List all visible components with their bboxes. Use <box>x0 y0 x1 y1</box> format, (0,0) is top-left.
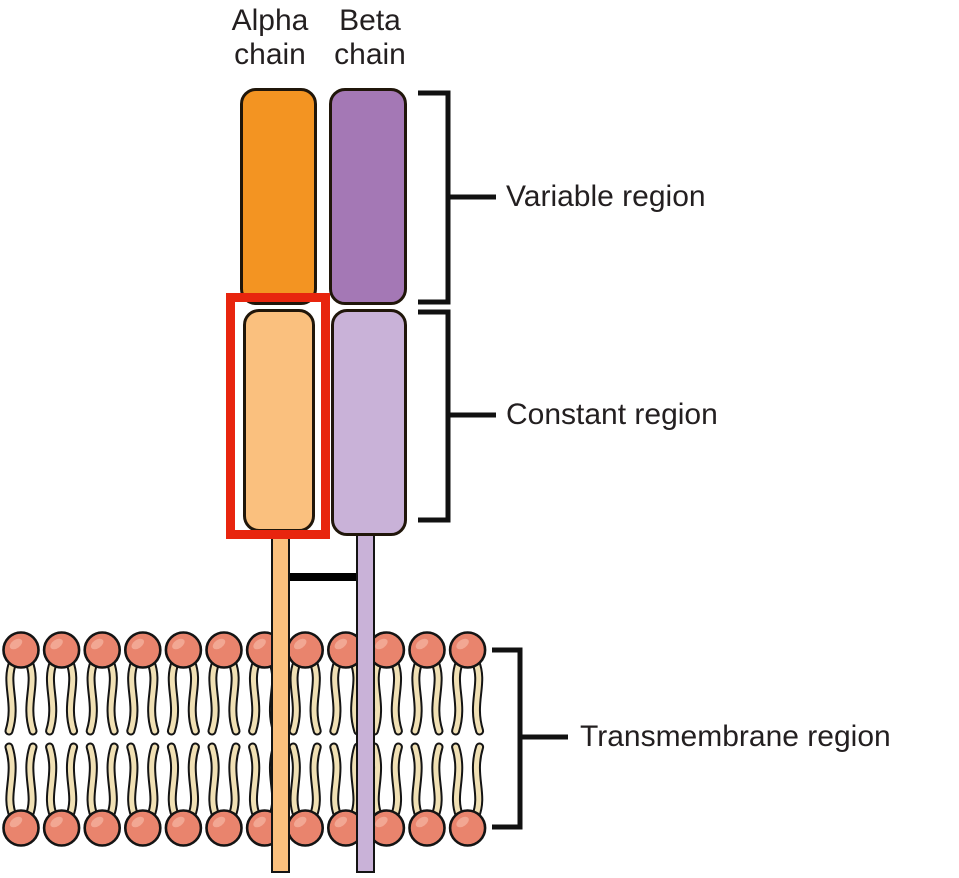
phospholipid <box>164 631 203 847</box>
phospholipid <box>408 631 446 847</box>
phospholipid <box>326 631 365 847</box>
alpha-chain-label: Alpha chain <box>231 4 309 71</box>
alpha-variable-domain <box>240 88 317 305</box>
beta-constant-domain <box>331 309 407 536</box>
beta-chain-label: Beta chain <box>334 4 406 71</box>
alpha-chain-stalk <box>271 528 290 873</box>
phospholipid <box>83 631 121 847</box>
variable-region-bracket <box>418 90 496 305</box>
disulfide-bond <box>288 573 358 581</box>
variable-region-label: Variable region <box>506 180 706 213</box>
constant-region-label: Constant region <box>506 398 718 431</box>
red-highlight-box <box>226 293 330 539</box>
phospholipid <box>205 631 243 847</box>
phospholipid <box>124 631 162 847</box>
alpha-constant-domain <box>243 309 315 532</box>
transmembrane-region-label: Transmembrane region <box>580 720 891 753</box>
phospholipid <box>2 631 40 847</box>
phospholipid-bilayer <box>2 631 487 847</box>
phospholipid <box>286 631 325 847</box>
phospholipid <box>42 631 81 847</box>
transmembrane-region-bracket <box>492 647 568 830</box>
constant-region-bracket <box>418 309 496 523</box>
phospholipid <box>367 631 406 847</box>
beta-variable-domain <box>329 88 407 305</box>
beta-chain-stalk <box>356 532 375 873</box>
phospholipid <box>448 631 487 847</box>
